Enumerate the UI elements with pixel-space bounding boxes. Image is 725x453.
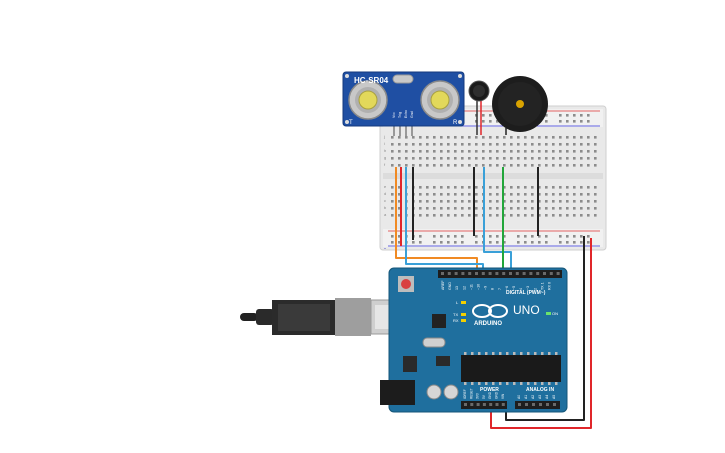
digital-header-label: DIGITAL (PWM~) <box>506 290 546 296</box>
row-letter: a <box>384 212 387 217</box>
sensor-pin-label: Vcc <box>392 112 396 118</box>
arduino-model-label: UNO <box>513 303 540 317</box>
row-letter: c <box>384 198 386 203</box>
transducer-left <box>348 80 388 120</box>
wire-lightblue-motor[interactable] <box>483 167 512 282</box>
arduino-brand-label: ARDUINO <box>474 321 502 327</box>
digital-pin-label: 2 <box>533 288 537 290</box>
digital-pin-label: 8 <box>491 288 495 290</box>
arduino-uno[interactable]: ARDUINO UNO DIGITAL (PWM~) POWER ANALOG … <box>380 267 568 413</box>
transducer-right <box>420 80 460 120</box>
on-led-label: ON <box>552 311 558 316</box>
power-analog-headers[interactable] <box>464 403 556 406</box>
digital-pin-label: 4 <box>519 288 523 290</box>
row-letter: g <box>384 155 386 160</box>
digital-pin-label: ~9 <box>484 286 488 290</box>
analog-pin-label: A1 <box>524 395 528 399</box>
led-l-label: L <box>456 300 459 305</box>
row-letter: i <box>384 141 385 146</box>
sensor-pin-label: Trig <box>398 112 402 118</box>
digital-pin-label: 13 <box>455 286 459 290</box>
led-tx-label: TX <box>453 312 458 317</box>
row-letter: e <box>384 184 387 189</box>
digital-pin-label: TX 1 <box>540 282 544 290</box>
arduino-logo <box>472 304 508 318</box>
digital-pin-label: AREF <box>441 280 445 290</box>
microcontroller-chip <box>464 352 558 385</box>
row-letter: h <box>384 148 386 153</box>
digital-pin-label: 7 <box>498 288 502 290</box>
row-letter: j <box>383 134 385 139</box>
digital-pin-label: RX 0 <box>548 282 552 290</box>
analog-pin-label: A4 <box>545 395 549 399</box>
power-pin-label: VIN <box>501 393 505 399</box>
led-rx-label: RX <box>453 318 459 323</box>
power-pin-label: GND <box>488 391 492 399</box>
digital-pin-label: GND <box>448 282 452 290</box>
digital-header[interactable] <box>441 272 560 275</box>
analog-pin-label: A0 <box>517 395 521 399</box>
power-pin-label: RESET <box>469 388 473 399</box>
digital-pin-label: ~6 <box>505 286 509 290</box>
sensor-r-mark: R <box>453 120 458 126</box>
digital-pin-label: ~5 <box>512 286 516 290</box>
row-letter: f <box>384 162 386 167</box>
analog-pin-label: A5 <box>552 395 556 399</box>
analog-pin-label: A2 <box>531 395 535 399</box>
analog-label: ANALOG IN <box>526 387 554 393</box>
analog-pin-label: A3 <box>538 395 542 399</box>
power-pin-label: GND <box>495 391 499 399</box>
sensor-pin-label: Echo <box>404 110 408 118</box>
digital-pin-label: 12 <box>462 286 466 290</box>
sensor-pin-label: Gnd <box>410 111 414 118</box>
digital-pin-label: ~3 <box>526 286 530 290</box>
sensor-model-label: HC-SR04 <box>354 76 389 85</box>
piezo-buzzer[interactable] <box>492 76 548 135</box>
power-label: POWER <box>480 387 499 393</box>
power-pin-label: 5V <box>482 394 486 399</box>
vibration-motor[interactable] <box>468 80 490 135</box>
row-letter: d <box>384 191 386 196</box>
rail-minus-mark: - <box>384 246 386 252</box>
digital-pin-label: ~11 <box>469 284 473 290</box>
sensor-t-mark: T <box>349 120 353 126</box>
power-pin-label: IOREF <box>463 389 467 399</box>
wire-red-5v-rail[interactable] <box>490 238 592 429</box>
digital-pin-label: ~10 <box>477 284 481 290</box>
row-letter: b <box>384 205 387 210</box>
power-pin-label: 3V3 <box>476 393 480 399</box>
